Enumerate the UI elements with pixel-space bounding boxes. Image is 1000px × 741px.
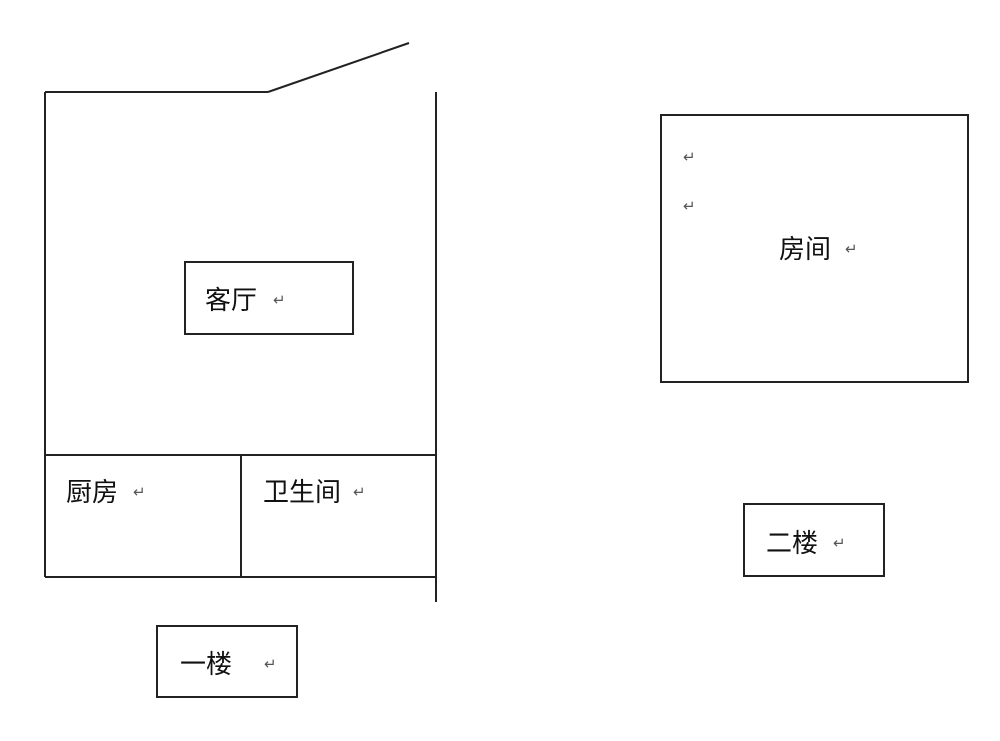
first-floor-caption: 一楼: [180, 650, 232, 680]
paragraph-mark: ↵: [353, 483, 366, 501]
second-floor-caption-box: [743, 503, 885, 577]
second-floor-caption: 二楼: [766, 529, 818, 559]
first-floor-plan: 客厅 ↵ 厨房 ↵ 卫生间 ↵ 一楼 ↵: [44, 42, 437, 698]
kitchen-label: 厨房: [66, 478, 118, 508]
room-label: 房间: [779, 235, 831, 265]
living-room-label-box: [184, 261, 354, 335]
room-box: [660, 114, 969, 383]
bathroom-label: 卫生间: [263, 478, 341, 508]
second-floor-plan: ↵ ↵ 房间 ↵ 二楼 ↵: [660, 114, 969, 577]
paragraph-mark: ↵: [833, 534, 846, 552]
paragraph-mark: ↵: [273, 291, 286, 309]
paragraph-mark: ↵: [264, 655, 277, 673]
first-floor-caption-box: [156, 625, 298, 698]
paragraph-mark: ↵: [845, 240, 858, 258]
paragraph-mark: ↵: [133, 483, 146, 501]
paragraph-mark: ↵: [683, 148, 696, 166]
door-swing-line: [267, 42, 410, 93]
paragraph-mark: ↵: [683, 197, 696, 215]
living-room-label: 客厅: [205, 286, 257, 316]
